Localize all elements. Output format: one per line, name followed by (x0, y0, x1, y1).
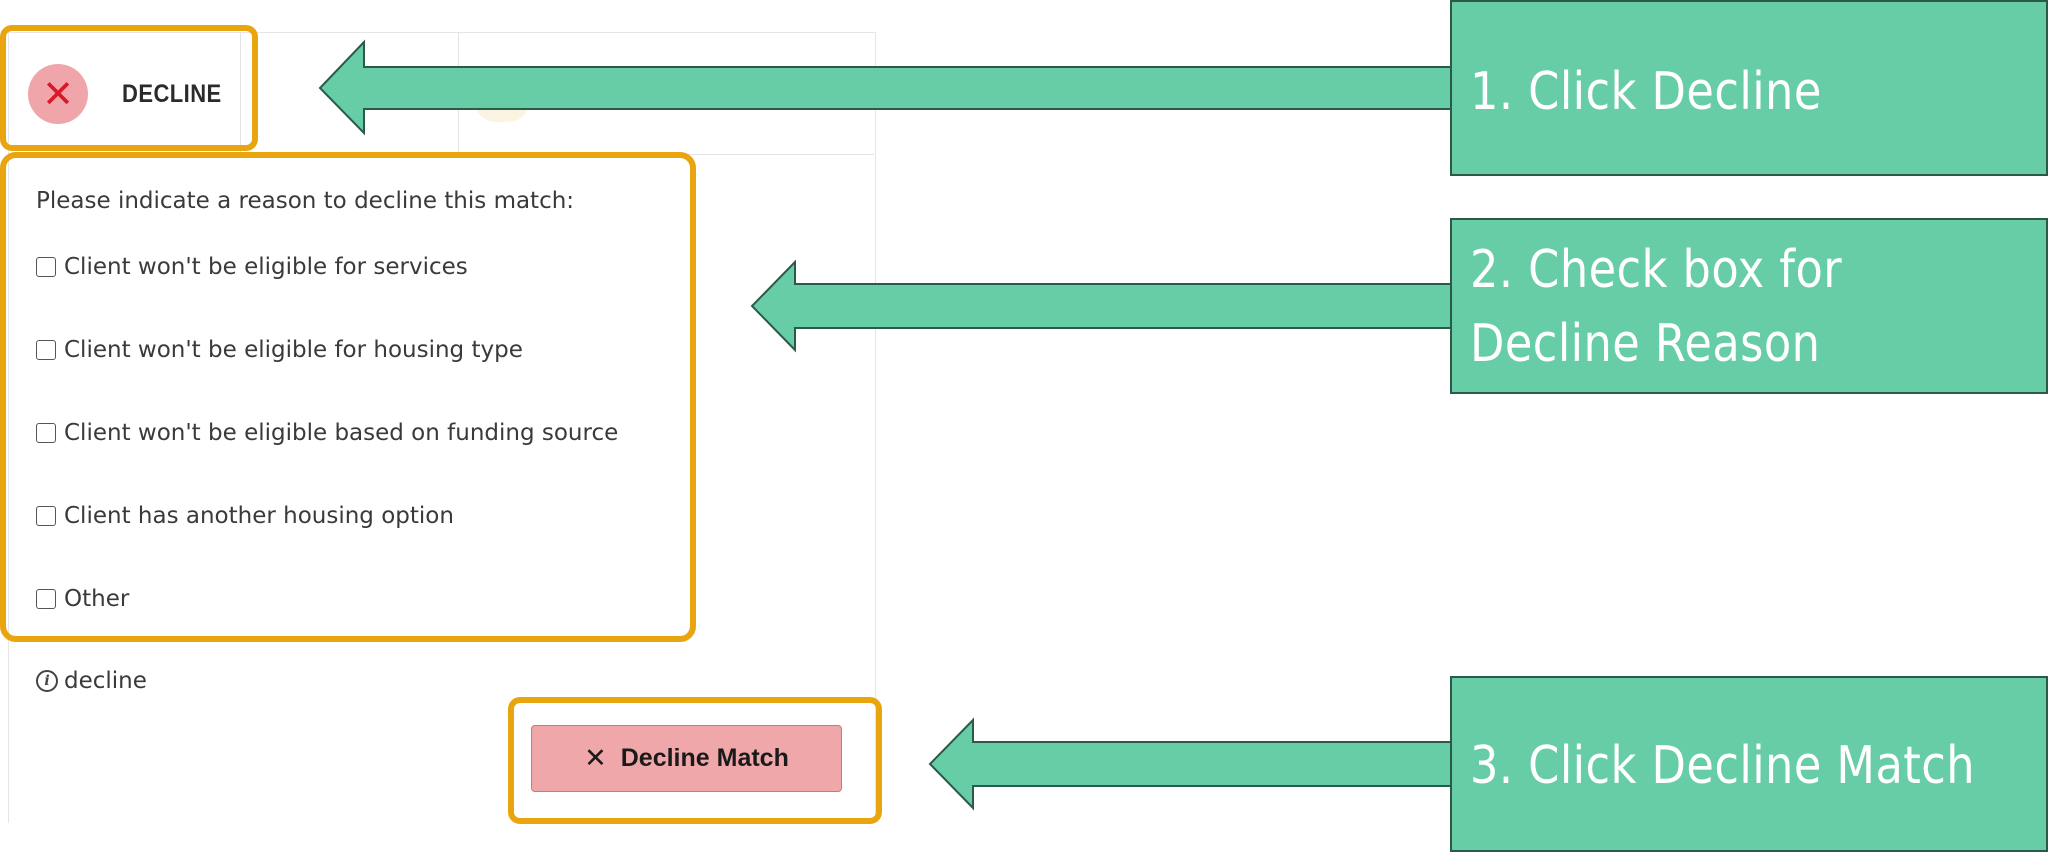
reason-option[interactable]: Client has another housing option (36, 503, 454, 529)
highlight-decline-tab (0, 25, 258, 151)
callout-step-3-text: 3. Click Decline Match (1470, 736, 1976, 796)
match-panel (8, 32, 876, 823)
x-icon: ✕ (584, 743, 607, 774)
reason-checkbox[interactable] (36, 340, 56, 360)
decline-match-button-label: Decline Match (620, 744, 789, 772)
decline-tab-label[interactable]: DECLINE (122, 80, 222, 108)
tab-divider (240, 32, 241, 154)
reason-option-label[interactable]: Client won't be eligible for services (64, 254, 468, 280)
callout-step-3: 3. Click Decline Match (1450, 676, 2048, 852)
decline-match-button[interactable]: ✕ Decline Match (531, 725, 842, 792)
reason-option[interactable]: Client won't be eligible for housing typ… (36, 337, 523, 363)
reason-checkbox[interactable] (36, 257, 56, 277)
info-row: i decline (36, 668, 147, 694)
arrow-to-decline-match-button (928, 717, 1453, 811)
reason-checkbox[interactable] (36, 506, 56, 526)
reason-option-label[interactable]: Client has another housing option (64, 503, 454, 529)
decline-reason-prompt: Please indicate a reason to decline this… (36, 188, 575, 214)
decline-icon-background (28, 64, 88, 124)
reason-option[interactable]: Client won't be eligible based on fundin… (36, 420, 618, 446)
reason-option[interactable]: Client won't be eligible for services (36, 254, 468, 280)
highlight-reason-form (0, 152, 696, 642)
info-icon: i (36, 670, 58, 692)
reason-option-label[interactable]: Client won't be eligible for housing typ… (64, 337, 523, 363)
reason-checkbox[interactable] (36, 589, 56, 609)
callout-step-1-text: 1. Click Decline (1470, 62, 1822, 122)
callout-step-2-text-line2: Decline Reason (1470, 314, 1821, 374)
reason-option-label[interactable]: Client won't be eligible based on fundin… (64, 420, 619, 446)
x-circle-icon[interactable]: ✕ (42, 72, 74, 116)
highlight-decline-match-button (508, 697, 882, 824)
callout-step-2: 2. Check box for Decline Reason (1450, 218, 2048, 394)
arrow-to-decline-tab (318, 39, 1453, 136)
reason-option-label[interactable]: Other (64, 586, 130, 612)
reason-checkbox[interactable] (36, 423, 56, 443)
callout-step-2-text-line1: 2. Check box for (1470, 240, 1843, 300)
callout-step-1: 1. Click Decline (1450, 0, 2048, 176)
reason-option[interactable]: Other (36, 586, 129, 612)
info-text: decline (64, 668, 147, 694)
arrow-to-reason-form (750, 259, 1453, 353)
